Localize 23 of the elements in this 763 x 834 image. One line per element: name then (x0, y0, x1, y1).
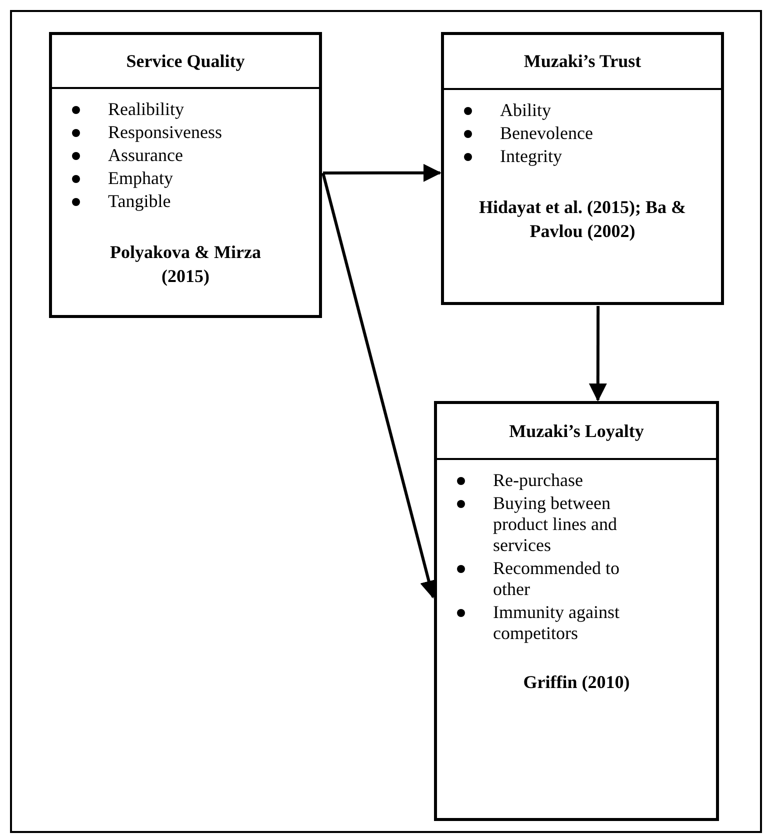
citation: Hidayat et al. (2015); Ba & Pavlou (2002) (478, 196, 687, 243)
list-item: Realibility (108, 99, 184, 120)
citation: Griffin (2010) (523, 671, 630, 694)
list-item: Immunity against competitors (493, 602, 620, 644)
list-item: Re-purchase (493, 470, 583, 491)
citation: Polyakova & Mirza (2015) (109, 241, 262, 288)
arrow (323, 164, 442, 182)
list-item: Benevolence (500, 123, 593, 144)
list-item: Integrity (500, 146, 562, 167)
concept-box (434, 401, 719, 821)
concept-box (441, 32, 724, 305)
list-item: Buying between product lines and services (493, 493, 618, 556)
list-item: Ability (500, 100, 552, 121)
arrow (588, 306, 607, 402)
list-item: Tangible (108, 191, 171, 212)
box-heading: Muzaki’s Trust (524, 50, 642, 73)
box-heading: Muzaki’s Loyalty (509, 420, 644, 443)
list-item: Recommended to other (493, 558, 620, 600)
list-item: Assurance (108, 145, 183, 166)
list-item: Responsiveness (108, 122, 222, 143)
concept-box (49, 32, 322, 318)
box-heading: Service Quality (126, 50, 245, 73)
list-item: Emphaty (108, 168, 173, 189)
